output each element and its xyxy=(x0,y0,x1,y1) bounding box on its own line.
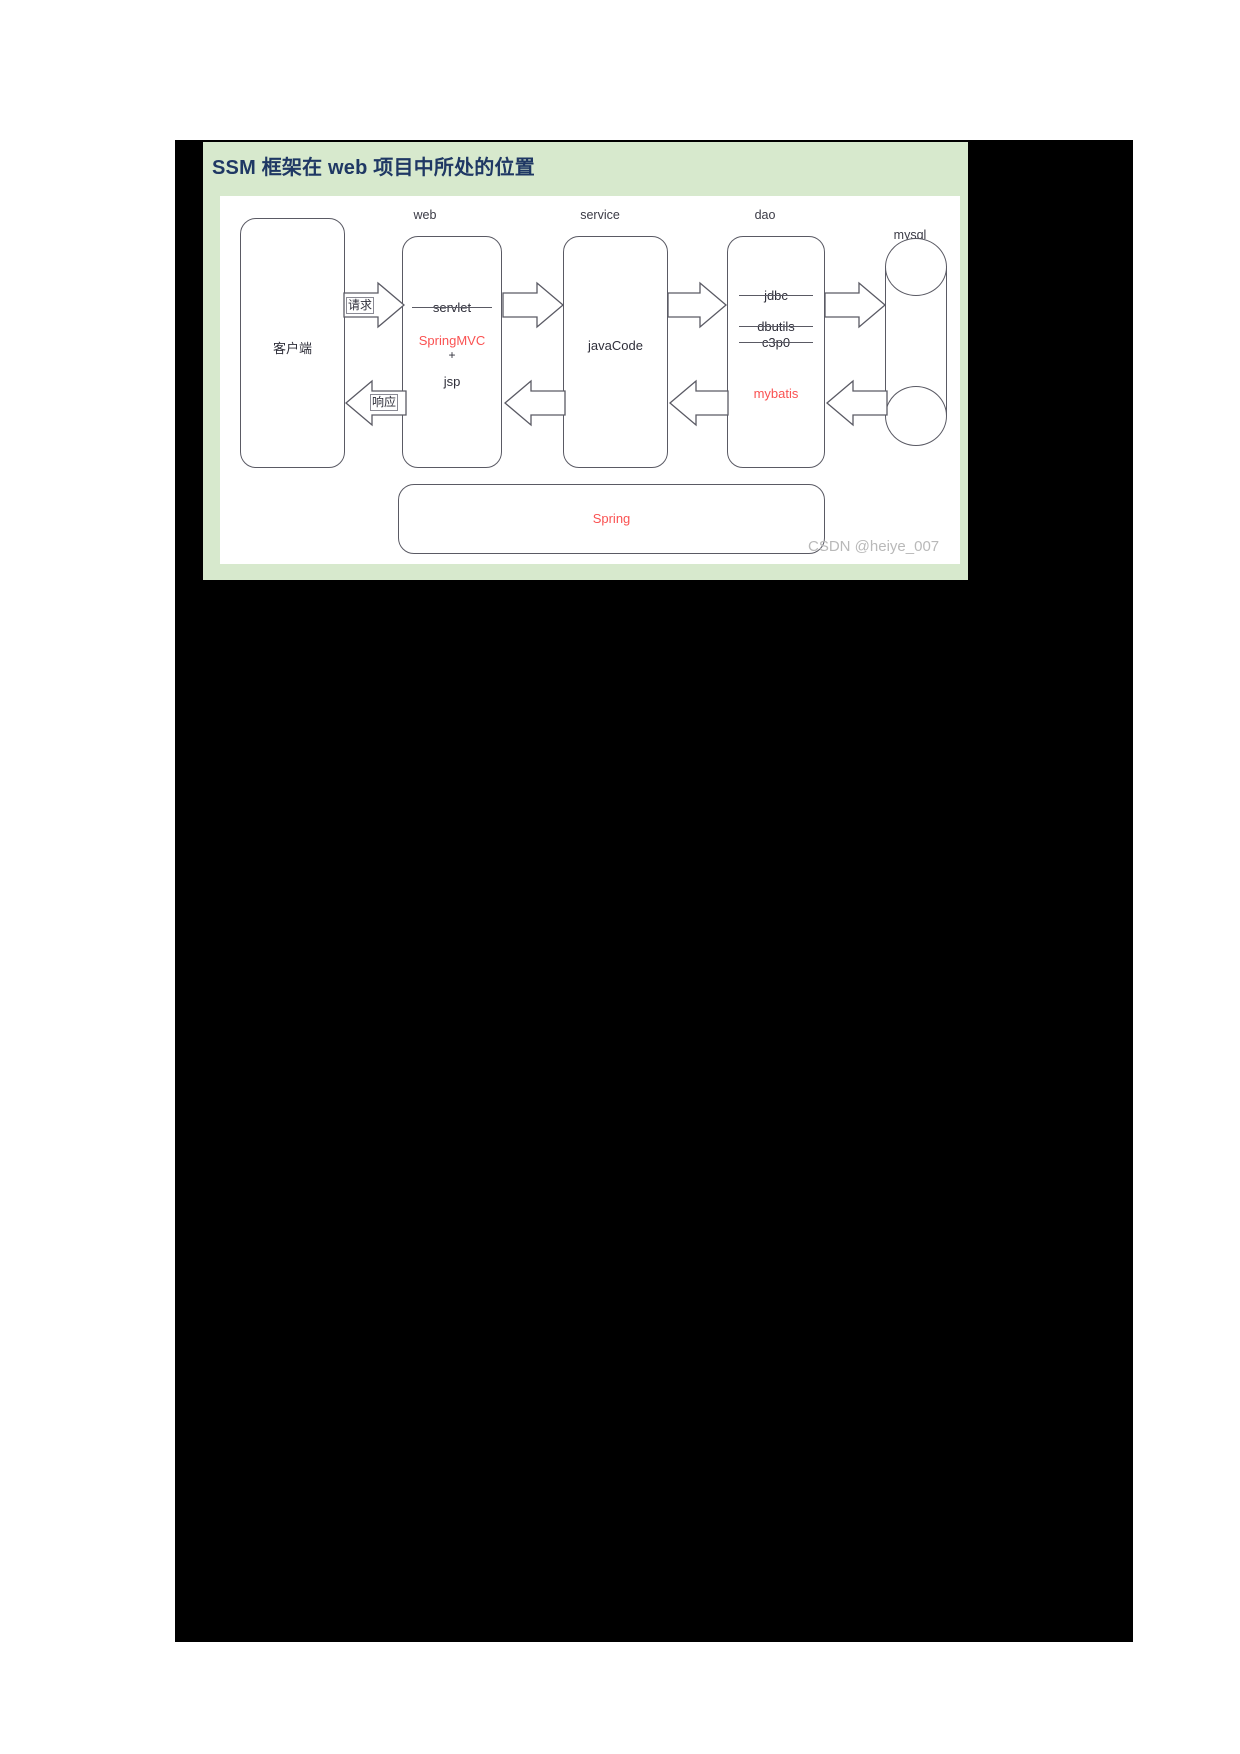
spring-box-label: Spring xyxy=(592,511,631,526)
dao-box xyxy=(727,236,825,468)
arrow-dao-to-service xyxy=(668,379,729,427)
dao-box-mybatis-label: mybatis xyxy=(753,386,799,401)
web-box-jsp-label: jsp xyxy=(443,374,461,389)
client-box-label: 客户端 xyxy=(272,341,312,356)
strikethrough-servlet xyxy=(412,307,492,308)
client-box xyxy=(240,218,345,468)
group-label-web: web xyxy=(413,208,437,222)
web-box-plus-label: + xyxy=(448,348,456,362)
mysql-cylinder-top xyxy=(885,238,947,296)
group-label-service: service xyxy=(580,208,620,222)
service-box-label: javaCode xyxy=(588,338,643,353)
arrow-label-request: 请求 xyxy=(346,297,375,314)
slide-container: SSM 框架在 web 项目中所处的位置 web service dao mys… xyxy=(203,142,968,580)
arrow-service-to-dao xyxy=(667,281,728,329)
strikethrough-jdbc xyxy=(739,295,813,296)
strikethrough-dbutils xyxy=(739,326,813,327)
arrow-mysql-to-dao xyxy=(825,379,888,427)
arrow-label-response: 响应 xyxy=(370,394,399,411)
service-box xyxy=(563,236,668,468)
spring-box xyxy=(398,484,825,554)
page-title: SSM 框架在 web 项目中所处的位置 xyxy=(212,157,535,179)
architecture-diagram: web service dao mysql 客户端 servlet Spring… xyxy=(220,196,960,564)
strikethrough-c3p0 xyxy=(739,342,813,343)
group-label-dao: dao xyxy=(754,208,776,222)
web-box-springmvc-label: SpringMVC xyxy=(418,333,486,348)
mysql-cylinder-bottom xyxy=(885,386,947,446)
arrow-dao-to-mysql xyxy=(824,281,887,329)
web-box xyxy=(402,236,502,468)
csdn-watermark: CSDN @heiye_007 xyxy=(808,538,940,555)
arrow-web-to-service xyxy=(502,281,565,329)
arrow-service-to-web xyxy=(503,379,566,427)
